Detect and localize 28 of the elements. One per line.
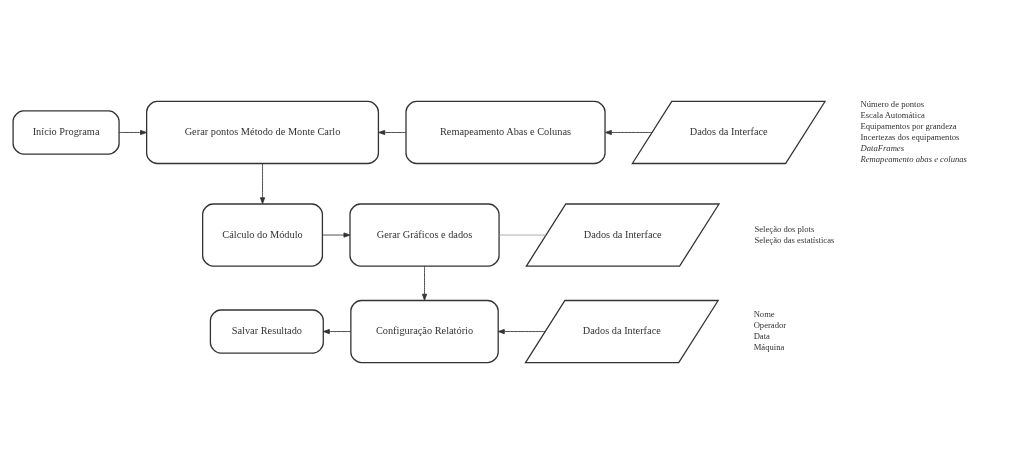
node-label: Seleção dos plots (754, 223, 815, 234)
node-box: Cálculo do Módulo (202, 202, 324, 267)
arrow (604, 129, 653, 135)
node-label: DataFrames (860, 142, 905, 153)
arrow (497, 328, 546, 334)
node-box: Salvar Resultado (209, 308, 324, 354)
node-label: Máquina (753, 341, 785, 352)
node-box: Remapeamento Abas e Colunas (405, 100, 606, 164)
node-label: Seleção das estatísticas (754, 234, 835, 245)
node-label: Incertezas dos equipamentos (860, 131, 960, 142)
node-label: Número de pontos (860, 98, 925, 109)
arrow (378, 129, 407, 135)
arrow (118, 129, 147, 135)
arrow (322, 328, 352, 334)
node-label: Nome (753, 308, 775, 319)
node-box: Configuração Relatório (350, 299, 499, 363)
node-label: Data (753, 330, 770, 341)
node-label: Escala Automática (860, 109, 925, 120)
node-box: Gerar Gráficos e dados (349, 202, 500, 267)
node-label: Remapeamento abas e colunas (860, 153, 967, 164)
arrow (322, 232, 351, 238)
node-box: Início Programa (12, 109, 120, 155)
node-label: Equipamentos por grandeza (860, 120, 957, 131)
connector (498, 234, 547, 235)
arrow (422, 265, 428, 301)
node-label: Operador (753, 319, 787, 330)
arrow (260, 162, 266, 204)
node-box: Gerar pontos Método de Monte Carlo (146, 100, 380, 164)
